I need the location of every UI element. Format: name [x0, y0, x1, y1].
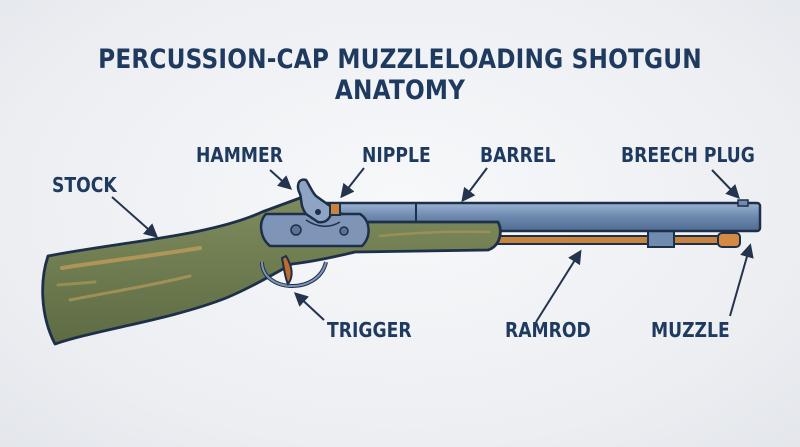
label-muzzle: MUZZLE [651, 318, 730, 342]
stock [41, 196, 502, 346]
ramrod-arrow [535, 249, 582, 323]
nipple [329, 202, 341, 216]
stock-arrow [111, 196, 159, 238]
front-sight [737, 199, 749, 207]
hammer-arrow [269, 169, 293, 190]
label-nipple: NIPPLE [362, 143, 431, 167]
nipple-arrow [340, 167, 365, 199]
muzzle-arrow [729, 243, 754, 317]
label-breech-plug: BREECH PLUG [621, 143, 755, 167]
callout-arrows [111, 167, 754, 323]
trigger-assembly [260, 254, 328, 288]
barrel-arrow [461, 167, 488, 203]
diagram-title: PERCUSSION-CAP MUZZLELOADING SHOTGUN ANA… [98, 44, 702, 106]
trigger-arrow [293, 292, 325, 321]
trigger [280, 254, 293, 286]
breech-plug-arrow [711, 169, 740, 200]
label-stock: STOCK [52, 173, 117, 197]
label-ramrod: RAMROD [505, 318, 591, 342]
label-barrel: BARREL [480, 143, 556, 167]
label-hammer: HAMMER [196, 143, 283, 167]
label-trigger: TRIGGER [327, 318, 412, 342]
lock-plate [259, 212, 370, 248]
